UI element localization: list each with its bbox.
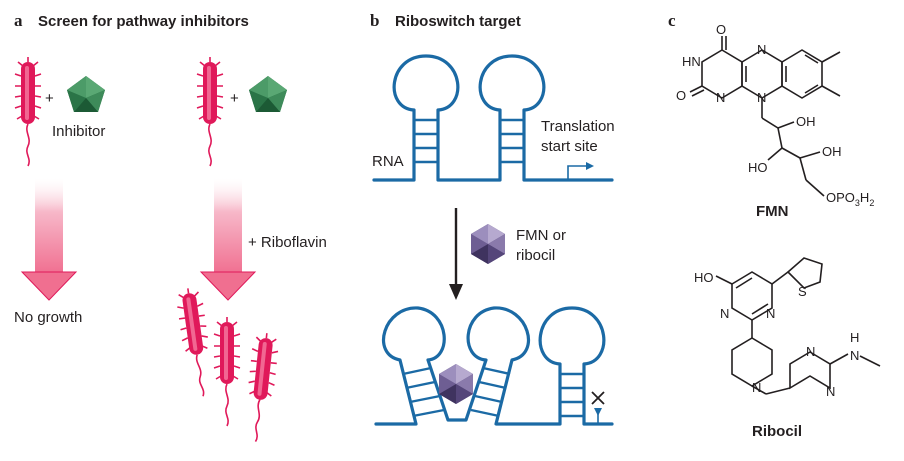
ribocil-atom-n2: N [766,306,775,321]
ribocil-atom-n5: N [826,384,835,399]
riboflavin-arrow [199,178,257,301]
fmn-oh-1: OH [796,114,816,129]
bacterium-icon-growth-2 [213,316,241,427]
ribocil-atom-ho: HO [694,270,714,285]
fmn-atom-n-top: N [757,42,766,57]
bacterium-icon-left [14,56,42,167]
fmn-oh-3: HO [748,160,768,175]
fmn-atom-n-mid: N [716,90,725,105]
ribocil-atom-nh-h: H [850,330,859,345]
panel-c-letter: c [668,11,676,30]
ribocil-atom-n3: N [752,380,761,395]
ribocil-name: Ribocil [752,423,802,440]
ribocil-atom-nh-n: N [850,348,859,363]
fmn-oh-2: OH [822,144,842,159]
bacterium-icon-right [196,56,224,167]
bacterium-icon-growth-3 [241,331,281,444]
inhibitor-label: Inhibitor [52,123,105,140]
ribocil-structure: HO S N N N N N N H Ribocil [694,257,881,440]
panel-b-letter: b [370,11,379,30]
bacterium-icon-growth-1 [174,285,217,399]
fmn-atom-o-left: O [676,88,686,103]
no-growth-label: No growth [14,309,82,326]
fmn-phosphate: OPO3H2 [826,190,874,208]
plus-sign-left: + [45,90,54,107]
transition-arrow [449,208,463,300]
pentagon-icon-left [67,76,105,112]
pentagon-icon-right [249,76,287,112]
ribocil-atom-n1: N [720,306,729,321]
fmn-atom-o-top: O [716,22,726,37]
fmn-atom-hn: HN [682,54,701,69]
ligand-label-line2: ribocil [516,247,555,264]
bound-ligand-icon [439,364,473,404]
riboswitch-off-state [374,306,614,426]
fmn-name: FMN [756,203,789,220]
rna-label: RNA [372,153,404,170]
fmn-structure: O HN O N N N OH OH HO OPO3H2 FMN [676,22,874,220]
panel-b-title: Riboswitch target [395,13,521,30]
ribocil-atom-s: S [798,284,807,299]
plus-sign-right: + [230,90,239,107]
ligand-label-line1: FMN or [516,227,566,244]
panel-a-title: Screen for pathway inhibitors [38,13,249,30]
fmn-ribocil-ligand-icon [471,224,505,264]
fmn-atom-n-ring: N [757,90,766,105]
riboflavin-label: + Riboflavin [248,234,327,251]
translation-label-line2: start site [541,138,598,155]
ribocil-atom-n4: N [806,344,815,359]
panel-a-letter: a [14,11,23,30]
no-growth-arrow [20,178,78,301]
translation-label-line1: Translation [541,118,615,135]
riboswitch-on-state [372,54,614,182]
